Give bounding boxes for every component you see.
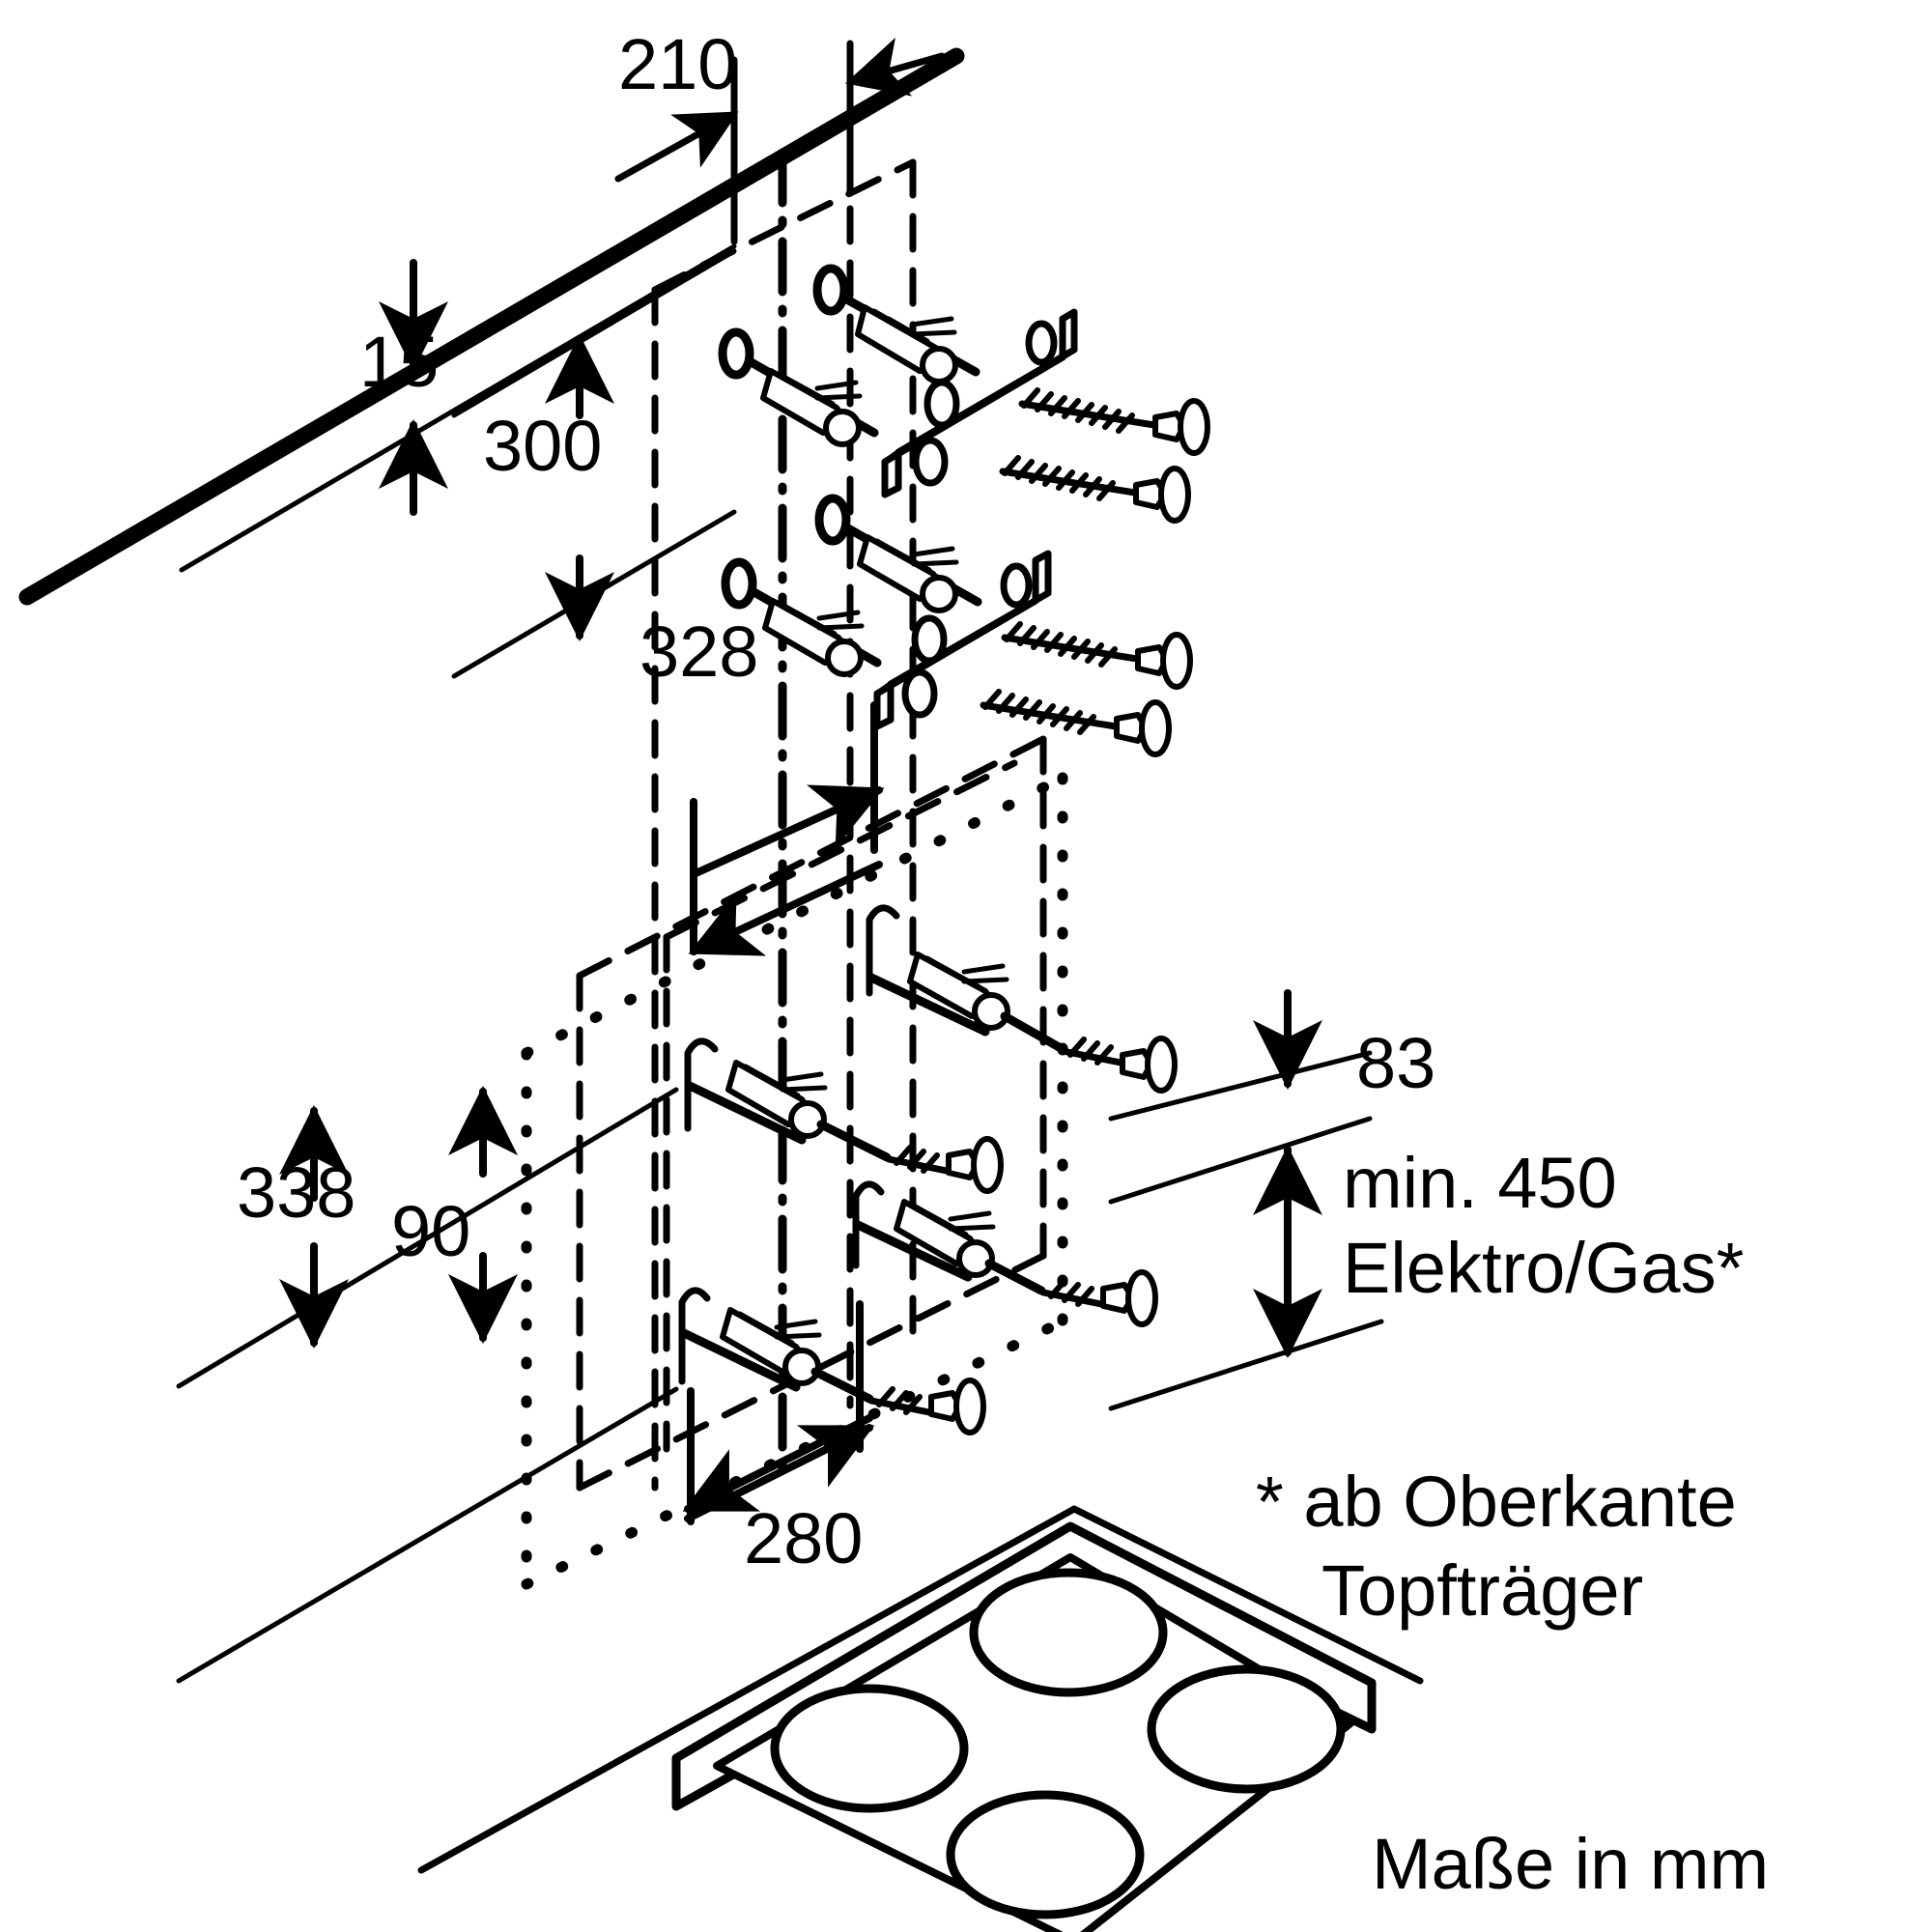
hood-hook-tab-4 xyxy=(678,1287,801,1392)
min-clearance-line-1: min. 450 xyxy=(1343,1143,1617,1223)
hob-burner-4 xyxy=(946,1790,1145,1919)
wall-plug-lower-2 xyxy=(725,1060,892,1162)
dimension-label-90: 90 xyxy=(391,1191,470,1271)
hood-inner-outline-dashed xyxy=(576,735,1047,1492)
units-note: Maße in mm xyxy=(1372,1824,1769,1904)
dimension-328-leaders xyxy=(688,701,885,956)
hood-hook-tab-1 xyxy=(866,904,990,1037)
mounting-bracket-lower xyxy=(873,550,1052,730)
hood-hook-tab-2 xyxy=(684,1037,807,1145)
dimension-label-300: 300 xyxy=(483,406,602,486)
mounting-bracket-upper xyxy=(881,308,1078,498)
dimension-210-leaders xyxy=(614,37,946,245)
screw-mid-2 xyxy=(980,689,1172,757)
screw-lower-3 xyxy=(1039,1269,1158,1327)
dimension-label-328: 328 xyxy=(639,611,758,692)
dimension-280-leaders xyxy=(682,1300,875,1525)
hob-burner-2 xyxy=(1147,1664,1346,1794)
screw-lower-1 xyxy=(1059,1036,1178,1094)
hob-burner-3 xyxy=(770,1684,969,1813)
wall-plug-mid-1 xyxy=(814,494,982,613)
wall-plug-mid-2 xyxy=(721,557,882,677)
screw-upper-2 xyxy=(999,455,1191,524)
wall-plug-lower-3 xyxy=(894,1199,1046,1295)
footnote-line-2: Topfträger xyxy=(1321,1550,1643,1631)
dimension-label-280: 280 xyxy=(744,1498,863,1578)
hob-cooktop xyxy=(417,1505,1424,1932)
wall-edge-line xyxy=(18,47,965,606)
dimension-label-15: 15 xyxy=(359,322,439,402)
screw-lower-4 xyxy=(867,1378,986,1435)
dimension-15-leaders xyxy=(179,243,737,573)
wall-plug-lower-1 xyxy=(907,952,1065,1053)
dimension-83-leaders xyxy=(1108,989,1373,1205)
dimension-338-leaders xyxy=(176,1087,679,1684)
dimension-min450-leaders xyxy=(1108,1146,1384,1411)
hood-hook-tab-3 xyxy=(852,1180,973,1282)
min-clearance-line-2: Elektro/Gas* xyxy=(1343,1228,1744,1308)
hob-burner-1 xyxy=(969,1568,1168,1697)
screw-mid-1 xyxy=(1001,621,1193,690)
screw-lower-2 xyxy=(885,1136,1004,1194)
dimension-label-338: 338 xyxy=(237,1152,355,1233)
dimension-300-leaders xyxy=(451,248,737,679)
dimension-label-83: 83 xyxy=(1356,1023,1435,1103)
wall-plug-upper-1 xyxy=(812,264,980,384)
screw-upper-1 xyxy=(1018,387,1210,456)
footnote-line-1: * ab Oberkante xyxy=(1256,1462,1737,1542)
wall-plug-upper-2 xyxy=(718,327,879,447)
dimension-label-210: 210 xyxy=(618,24,737,104)
dimension-labels-group: 210 15 300 328 83 338 90 280 min. 450 El… xyxy=(237,24,1769,1904)
